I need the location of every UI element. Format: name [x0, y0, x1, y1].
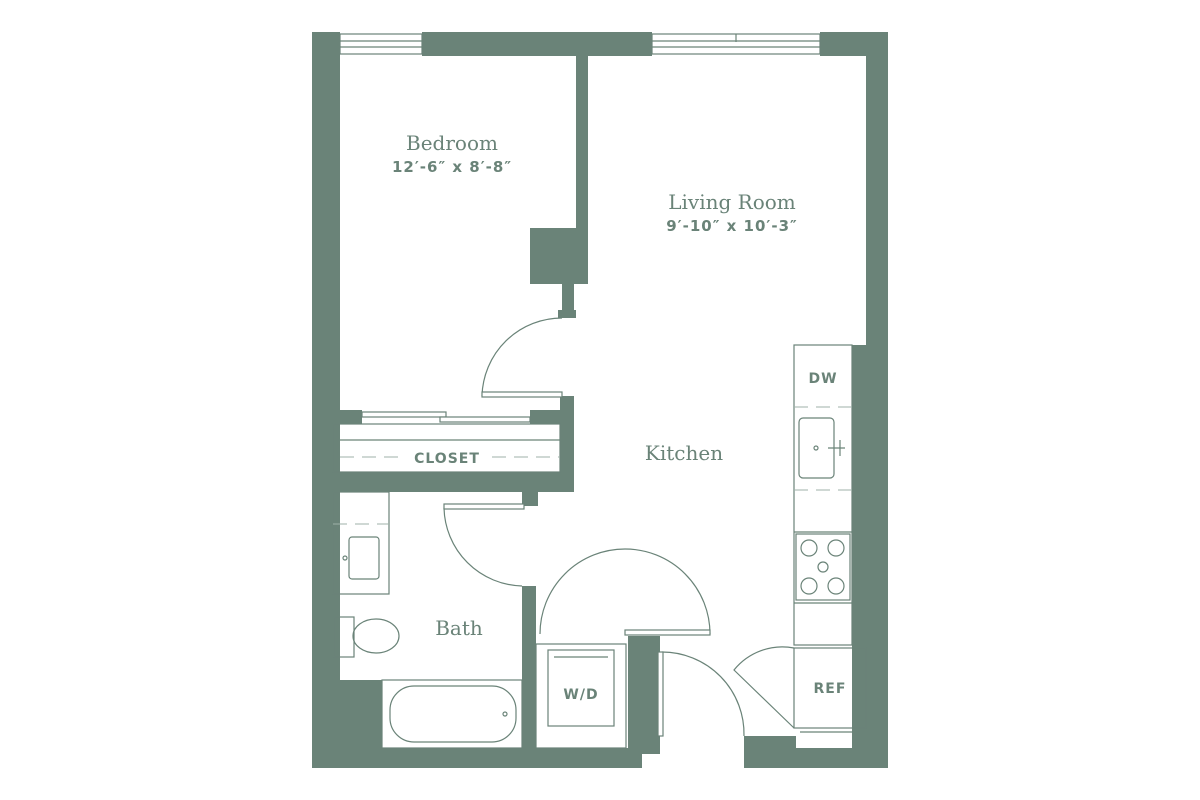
interior-walls [340, 56, 796, 768]
washer-dryer [535, 643, 627, 749]
closet-label: CLOSET [414, 451, 480, 467]
bath-fixtures [332, 491, 523, 749]
bedroom-dimensions: 12′-6″ x 8′-8″ [392, 158, 512, 176]
kitchen-counter [793, 344, 867, 733]
windows [339, 33, 821, 55]
bedroom-label: Bedroom [406, 131, 498, 155]
living-room-dimensions: 9′-10″ x 10′-3″ [666, 217, 798, 235]
closet [332, 423, 561, 473]
kitchen-label: Kitchen [645, 441, 723, 465]
exterior-walls [312, 32, 888, 768]
living-room-label: Living Room [668, 190, 796, 214]
bath-label: Bath [435, 616, 483, 640]
washer-dryer-label: W/D [563, 687, 598, 703]
dishwasher-label: DW [808, 371, 837, 387]
doors [361, 317, 795, 737]
refrigerator-label: REF [814, 681, 847, 697]
